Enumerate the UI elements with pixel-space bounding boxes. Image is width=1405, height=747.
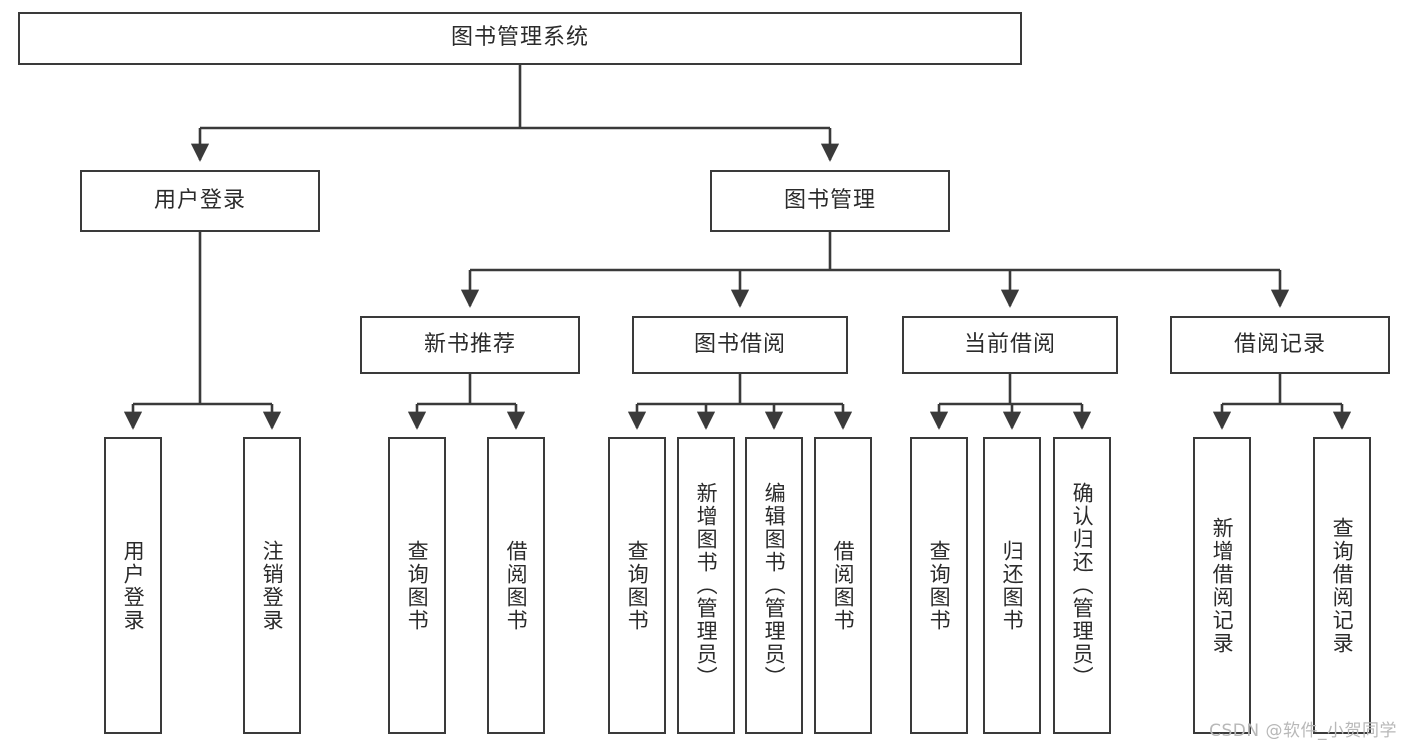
leaf-logout[interactable]: 注销登录 [243, 437, 301, 734]
leaf-query-book-current[interactable]: 查询图书 [910, 437, 968, 734]
leaf-label: 借阅图书 [831, 539, 856, 632]
leaf-label: 查询图书 [625, 539, 650, 632]
node-book-borrow[interactable]: 图书借阅 [632, 316, 848, 374]
node-borrow-record-label: 借阅记录 [1233, 331, 1326, 357]
leaf-user-login[interactable]: 用户登录 [104, 437, 162, 734]
node-user-login[interactable]: 用户登录 [80, 170, 320, 232]
node-current-borrow-label: 当前借阅 [963, 331, 1056, 357]
leaf-query-borrow-record[interactable]: 查询借阅记录 [1313, 437, 1371, 734]
node-borrow-record[interactable]: 借阅记录 [1170, 316, 1390, 374]
leaf-query-book-borrow[interactable]: 查询图书 [608, 437, 666, 734]
leaf-label: 查询图书 [405, 539, 430, 632]
leaf-label: 确认归还（管理员） [1070, 482, 1095, 689]
node-current-borrow[interactable]: 当前借阅 [902, 316, 1118, 374]
leaf-label: 归还图书 [1000, 539, 1025, 632]
leaf-label: 借阅图书 [504, 539, 529, 632]
node-user-login-label: 用户登录 [153, 187, 246, 213]
node-root-label: 图书管理系统 [450, 25, 589, 51]
leaf-edit-book-admin[interactable]: 编辑图书（管理员） [745, 437, 803, 734]
node-book-management-label: 图书管理 [783, 187, 876, 213]
node-root[interactable]: 图书管理系统 [18, 12, 1022, 65]
leaf-confirm-return-admin[interactable]: 确认归还（管理员） [1053, 437, 1111, 734]
leaf-label: 新增图书（管理员） [694, 482, 719, 689]
leaf-borrow-book[interactable]: 借阅图书 [814, 437, 872, 734]
leaf-query-book-newbook[interactable]: 查询图书 [388, 437, 446, 734]
leaf-return-book[interactable]: 归还图书 [983, 437, 1041, 734]
leaf-borrow-book-newbook[interactable]: 借阅图书 [487, 437, 545, 734]
leaf-label: 查询图书 [927, 539, 952, 632]
leaf-add-borrow-record[interactable]: 新增借阅记录 [1193, 437, 1251, 734]
csdn-watermark: CSDN @软件_小贺同学 [1209, 721, 1397, 741]
leaf-label: 用户登录 [121, 539, 146, 632]
leaf-label: 新增借阅记录 [1210, 516, 1235, 655]
leaf-label: 查询借阅记录 [1330, 516, 1355, 655]
node-book-management[interactable]: 图书管理 [710, 170, 950, 232]
node-book-borrow-label: 图书借阅 [693, 331, 786, 357]
node-new-book-recommend[interactable]: 新书推荐 [360, 316, 580, 374]
node-new-book-recommend-label: 新书推荐 [423, 331, 516, 357]
leaf-label: 编辑图书（管理员） [762, 482, 787, 689]
leaf-add-book-admin[interactable]: 新增图书（管理员） [677, 437, 735, 734]
leaf-label: 注销登录 [260, 539, 285, 632]
